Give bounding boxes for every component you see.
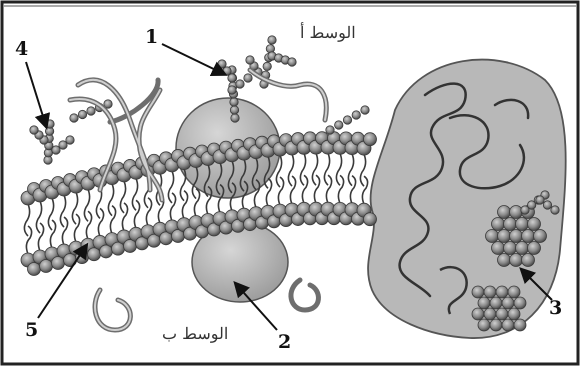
- sugar-bead: [343, 116, 351, 124]
- sugar-bead: [536, 196, 544, 204]
- protein-subunit: [504, 242, 517, 255]
- sugar-bead: [228, 86, 236, 94]
- protein-subunit: [516, 218, 529, 231]
- protein-subunit: [498, 254, 511, 267]
- sugar-bead: [352, 111, 360, 119]
- lipid-head: [364, 133, 377, 146]
- lipid-head: [88, 248, 101, 261]
- protein-subunit: [522, 230, 535, 243]
- sugar-bead: [268, 36, 276, 44]
- lipid-head: [52, 257, 65, 270]
- protein-subunit: [510, 254, 523, 267]
- protein-subunit: [492, 218, 505, 231]
- protein-subunit: [502, 319, 514, 331]
- protein-subunit: [516, 242, 529, 255]
- label-4: 4: [15, 40, 28, 59]
- protein-subunit: [484, 308, 496, 320]
- sugar-bead: [66, 136, 74, 144]
- region-label-bottom-medium: الوسط ب: [162, 326, 228, 342]
- protein-subunit: [510, 206, 523, 219]
- label-2: 2: [278, 333, 291, 352]
- protein-subunit: [478, 319, 490, 331]
- sugar-bead: [30, 126, 38, 134]
- lipid-head: [364, 213, 377, 226]
- sugar-bead: [230, 98, 238, 106]
- protein-subunit: [490, 297, 502, 309]
- sugar-bead: [231, 114, 239, 122]
- sugar-bead: [70, 114, 78, 122]
- sugar-bead: [263, 62, 271, 70]
- region-label-top-medium: الوسط أ: [300, 25, 356, 41]
- sugar-bead: [218, 60, 226, 68]
- protein-subunit: [514, 319, 526, 331]
- sugar-bead: [87, 107, 95, 115]
- sugar-bead: [288, 58, 296, 66]
- protein-subunit: [498, 230, 511, 243]
- sugar-bead: [326, 126, 334, 134]
- label-3: 3: [549, 299, 562, 318]
- protein-subunit: [508, 308, 520, 320]
- label-1: 1: [145, 28, 158, 47]
- protein-subunit: [528, 242, 541, 255]
- sugar-bead: [78, 110, 86, 118]
- protein-subunit: [508, 286, 520, 298]
- protein-subunit: [504, 218, 517, 231]
- sugar-bead: [236, 80, 244, 88]
- protein-subunit: [534, 230, 547, 243]
- protein-subunit: [496, 286, 508, 298]
- sugar-bead: [246, 56, 254, 64]
- lipid-head: [28, 262, 41, 275]
- protein-subunit: [510, 230, 523, 243]
- label-5: 5: [25, 321, 38, 340]
- sugar-bead: [230, 106, 238, 114]
- sugar-bead: [543, 201, 551, 209]
- sugar-bead: [46, 120, 54, 128]
- protein-subunit: [490, 319, 502, 331]
- sugar-bead: [551, 206, 559, 214]
- protein-subunit: [484, 286, 496, 298]
- protein-subunit: [528, 218, 541, 231]
- protein-subunit: [502, 297, 514, 309]
- protein-subunit: [492, 242, 505, 255]
- protein-subunit: [472, 286, 484, 298]
- protein-subunit: [522, 254, 535, 267]
- protein-subunit: [472, 308, 484, 320]
- sugar-bead: [335, 121, 343, 129]
- sugar-bead: [244, 74, 252, 82]
- protein-cluster-bottom-right: [472, 286, 526, 331]
- sugar-bead: [361, 106, 369, 114]
- protein-subunit: [496, 308, 508, 320]
- protein-subunit: [478, 297, 490, 309]
- protein-subunit: [514, 297, 526, 309]
- lipid-head: [40, 260, 53, 273]
- protein-subunit: [498, 206, 511, 219]
- protein-subunit: [486, 230, 499, 243]
